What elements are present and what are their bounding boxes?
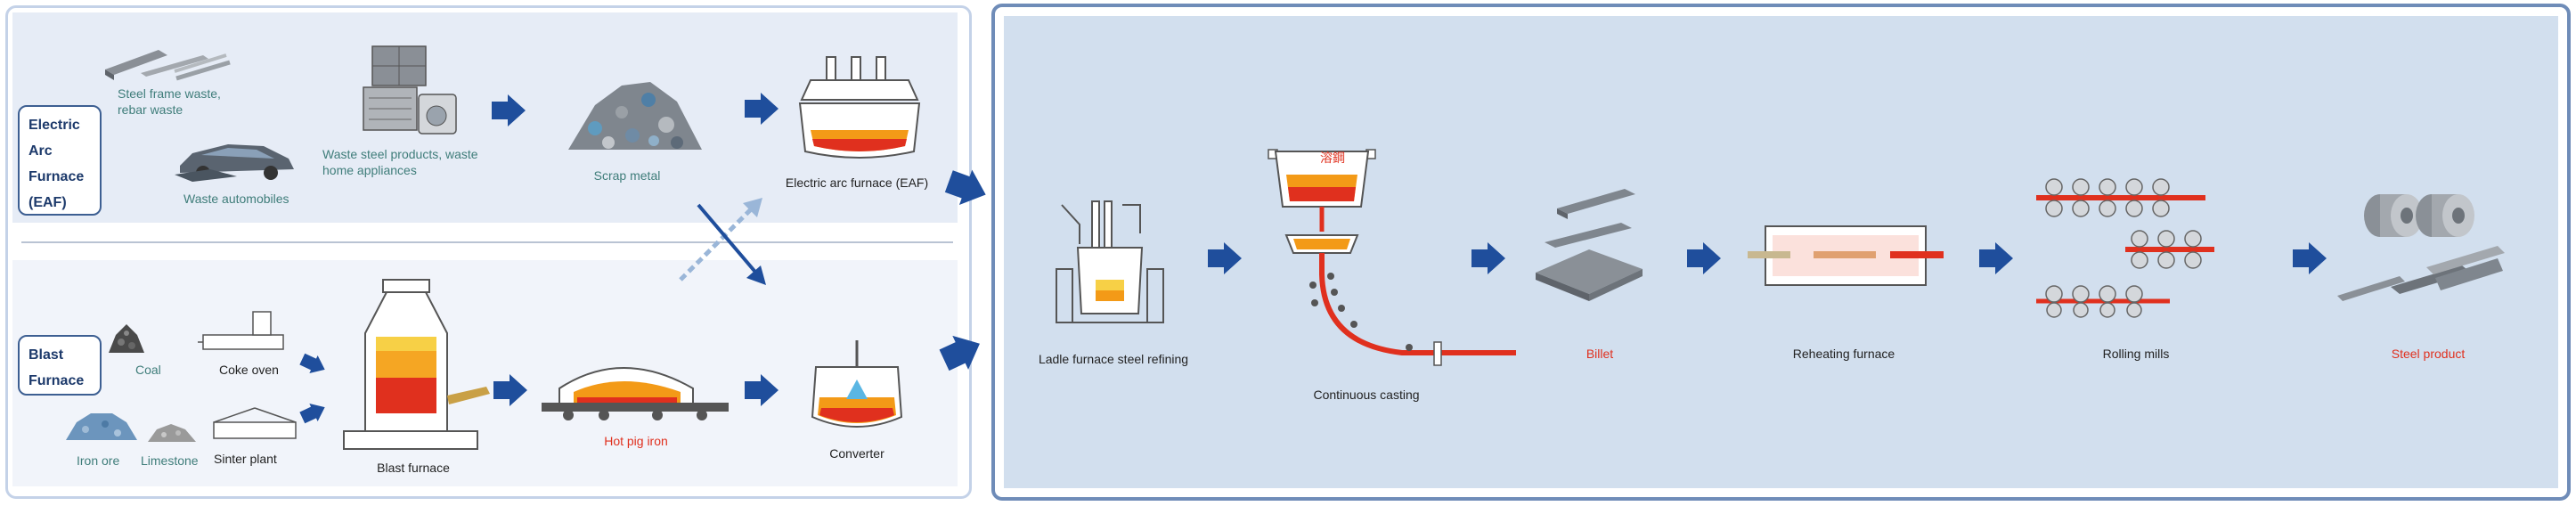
steel-beam-icon (105, 50, 231, 81)
blast-furnace-label: Blast furnace (377, 461, 450, 475)
coke-oven-icon (198, 311, 284, 350)
bf-arrow-1 (493, 374, 527, 406)
limestone-icon (148, 424, 196, 442)
process-arrow-1 (1208, 242, 1242, 274)
continuous-casting-icon (1268, 149, 1516, 366)
scrap-metal-icon (568, 82, 702, 150)
rolling-label: Rolling mills (2102, 347, 2170, 361)
eaf-furnace-label: Electric arc furnace (EAF) (785, 175, 929, 190)
iron-ore-icon (66, 413, 137, 440)
process-arrow-3 (1687, 242, 1721, 274)
waste-products-label: Waste steel products, waste home applian… (322, 147, 478, 177)
coke-oven-label: Coke oven (219, 363, 279, 377)
converter-label: Converter (829, 446, 884, 461)
limestone-label: Limestone (141, 453, 199, 468)
ladle-furnace-icon (1056, 200, 1164, 323)
waste-autos-label: Waste automobiles (183, 192, 289, 206)
scrap-label: Scrap metal (593, 168, 661, 183)
coke-to-bf-arrow (299, 353, 325, 373)
torpedo-car-icon (542, 367, 729, 420)
steel-frame-label: Steel frame waste, rebar waste (118, 86, 221, 117)
process-arrow-4 (1979, 242, 2013, 274)
bf-arrow-2 (745, 374, 779, 406)
sinter-to-bf-arrow (299, 404, 325, 424)
waste-appliances-icon (363, 45, 457, 135)
blast-route-band (12, 260, 958, 486)
reheating-furnace-icon (1748, 225, 1944, 286)
converter-icon (811, 340, 903, 428)
eaf-arrow-1 (492, 94, 526, 126)
sinter-plant-icon (213, 407, 297, 439)
blast-route-label: Blast Furnace (18, 335, 102, 396)
process-arrow-5 (2293, 242, 2327, 274)
steel-product-icon (2337, 194, 2505, 301)
continuous-casting-label: Continuous casting (1313, 388, 1420, 402)
sinter-label: Sinter plant (214, 452, 277, 466)
bf-to-process-arrow (939, 335, 980, 371)
blast-furnace-icon (343, 279, 490, 450)
reheating-label: Reheating furnace (1792, 347, 1895, 361)
billet-icon (1536, 189, 1643, 301)
cross-arrows-icon (679, 198, 766, 285)
coal-icon (109, 324, 144, 353)
eaf-arrow-2 (745, 93, 779, 125)
steel-product-label: Steel product (2391, 347, 2466, 361)
car-icon (175, 144, 294, 182)
rolling-mills-icon (2036, 178, 2214, 318)
coal-label: Coal (135, 363, 161, 377)
ladle-label: Ladle furnace steel refining (1038, 352, 1189, 366)
molten-steel-label: 溶鋼 (1320, 151, 1345, 165)
eaf-furnace-icon (798, 56, 921, 159)
billet-label: Billet (1586, 347, 1614, 361)
eaf-route-band (12, 12, 958, 223)
process-arrow-2 (1471, 242, 1505, 274)
iron-ore-label: Iron ore (77, 453, 120, 468)
hot-pig-iron-label: Hot pig iron (604, 434, 668, 448)
route-divider (21, 241, 953, 243)
eaf-to-process-arrow (944, 169, 986, 206)
eaf-route-label: Electric Arc Furnace (EAF) (18, 105, 102, 216)
